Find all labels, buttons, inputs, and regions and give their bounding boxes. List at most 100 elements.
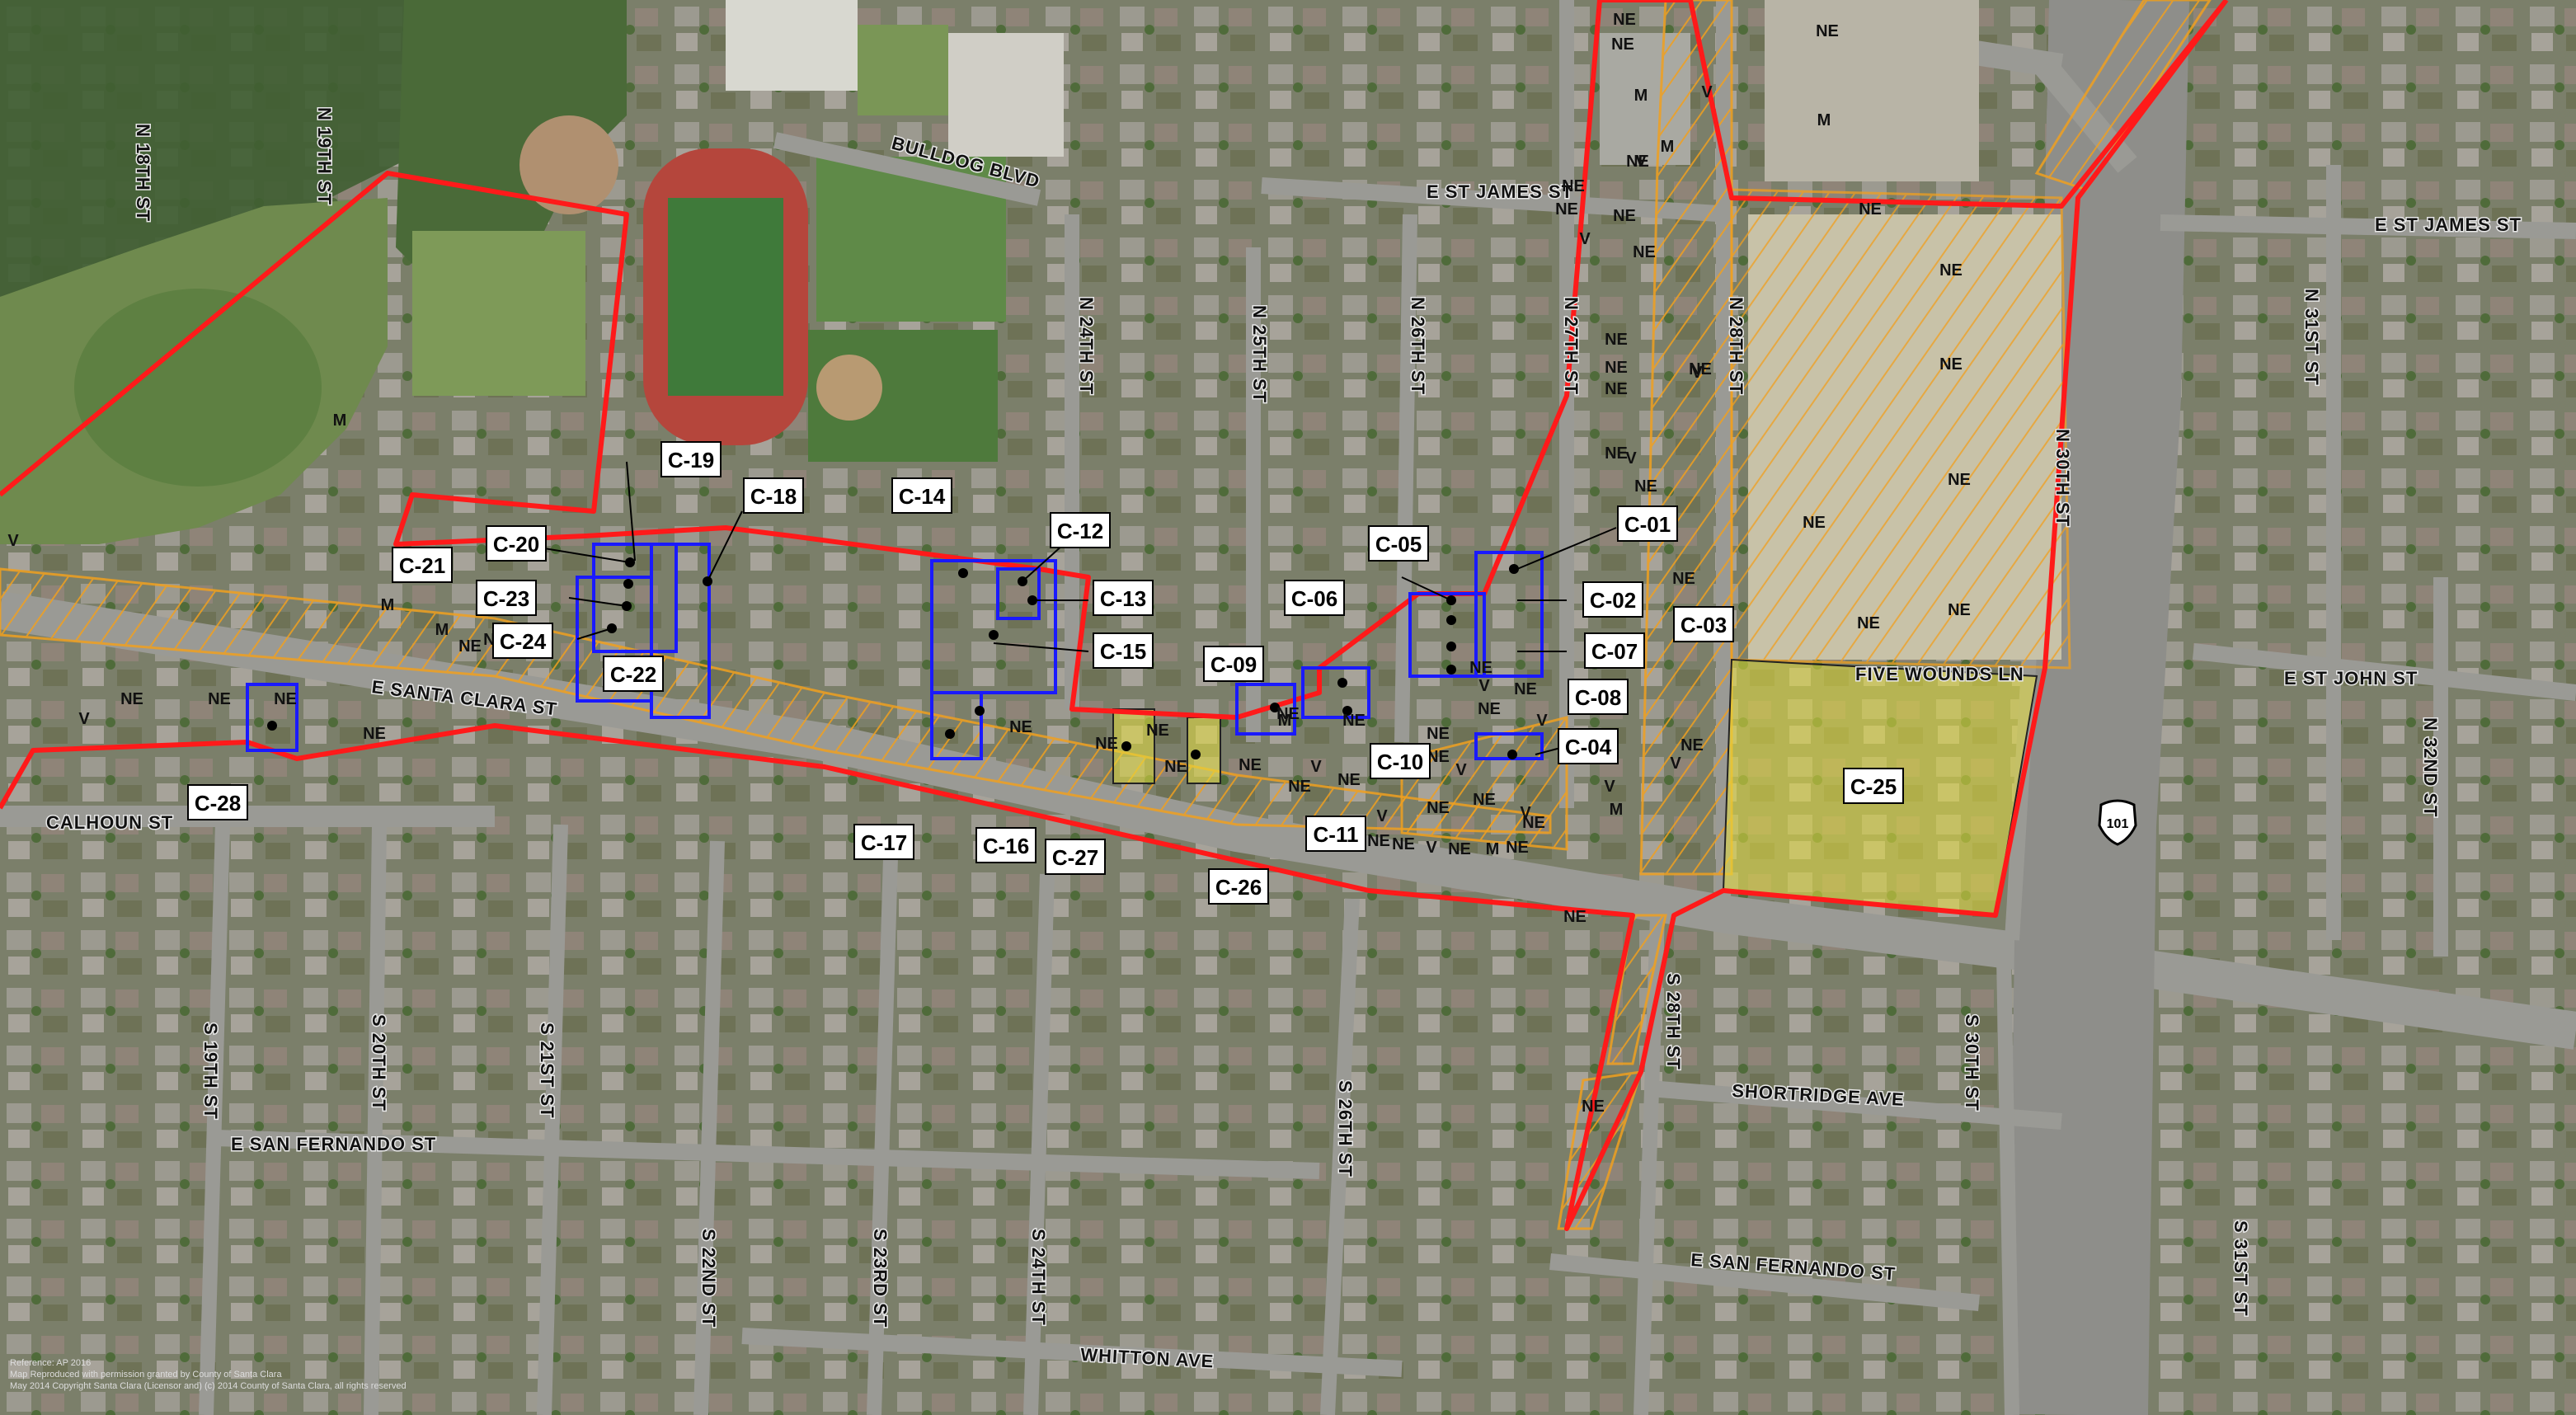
zone-label: NE xyxy=(1146,722,1169,740)
callout-box xyxy=(1568,679,1629,715)
callout-label: C-21 xyxy=(399,553,445,578)
callout-label: C-19 xyxy=(668,448,714,472)
zone-label: V xyxy=(7,532,19,550)
zone-label: NE xyxy=(1506,839,1529,857)
callout-c-22: C-22 xyxy=(603,656,664,692)
zone-label: NE xyxy=(1337,771,1361,789)
callout-box xyxy=(1617,505,1678,542)
zone-label: NE xyxy=(1633,243,1656,261)
callout-c-18: C-18 xyxy=(743,477,804,514)
callout-box xyxy=(1093,580,1154,616)
street-label: N 18TH ST xyxy=(133,124,153,222)
street-label: S 23RD ST xyxy=(870,1229,891,1328)
street-label: N 25TH ST xyxy=(1249,305,1270,403)
zone-label: V xyxy=(1691,364,1703,382)
zone-label: NE xyxy=(1448,840,1471,858)
callout-label: C-03 xyxy=(1681,613,1727,637)
zone-label: NE xyxy=(1605,380,1628,398)
zone-label: NE xyxy=(1689,360,1712,378)
callout-box xyxy=(1093,632,1154,669)
callout-c-12: C-12 xyxy=(1050,512,1111,548)
callout-label: C-02 xyxy=(1590,588,1636,613)
street-label: S 20TH ST xyxy=(369,1014,389,1112)
callout-label: C-16 xyxy=(983,834,1029,858)
callout-label: C-08 xyxy=(1575,685,1621,710)
credit-line: May 2014 Copyright Santa Clara (Licensor… xyxy=(10,1381,407,1391)
callout-label: C-27 xyxy=(1052,845,1098,870)
street-label: S 21ST ST xyxy=(537,1022,557,1119)
street-label: N 19TH ST xyxy=(314,107,335,205)
zone-label: NE xyxy=(1634,477,1657,496)
zone-label: M xyxy=(1486,840,1500,858)
zone-label: M xyxy=(381,596,395,614)
zone-label: NE xyxy=(1392,835,1415,853)
street-label: FIVE WOUNDS LN xyxy=(1855,664,2024,684)
callout-c-04: C-04 xyxy=(1558,728,1619,764)
callout-label: C-17 xyxy=(861,830,907,855)
callout-label: C-15 xyxy=(1100,639,1146,664)
zone-label: NE xyxy=(1427,725,1450,743)
street-label: S 19TH ST xyxy=(200,1022,221,1120)
zone-label: NE xyxy=(458,637,482,656)
zone-label: V xyxy=(1604,778,1615,796)
street-label: S 30TH ST xyxy=(1962,1014,1982,1112)
street-label: CALHOUN ST xyxy=(46,812,173,833)
zone-label: NE xyxy=(1681,736,1704,755)
callout-box xyxy=(392,547,453,583)
callout-label: C-06 xyxy=(1291,586,1337,611)
callout-c-15: C-15 xyxy=(1093,632,1154,669)
callout-c-05: C-05 xyxy=(1368,525,1429,562)
zone-label: NE xyxy=(120,690,143,708)
callout-c-09: C-09 xyxy=(1203,646,1264,682)
callout-c-14: C-14 xyxy=(891,477,952,514)
zone-label: NE xyxy=(1939,355,1963,374)
zone-label: NE xyxy=(1427,748,1450,766)
zone-label: V xyxy=(1625,449,1637,468)
zone-label: NE xyxy=(274,690,297,708)
zone-label: NE xyxy=(1009,718,1032,736)
zone-label: NE xyxy=(1948,471,1971,489)
zone-label: NE xyxy=(1605,331,1628,349)
zone-label: NE xyxy=(1514,680,1537,698)
street-labels: N 19TH ST N 18TH ST BULLDOG BLVD E ST JA… xyxy=(45,106,2522,1373)
street-label: E ST JAMES ST xyxy=(1427,181,1573,202)
callout-label: C-24 xyxy=(500,629,547,654)
zone-label: M xyxy=(435,621,449,639)
zone-label: NE xyxy=(1288,778,1311,796)
highway-shield-label: 101 xyxy=(2107,817,2129,831)
callout-box xyxy=(476,580,537,616)
callout-label: C-09 xyxy=(1210,652,1257,677)
park-areas xyxy=(0,0,627,544)
callout-box xyxy=(603,656,664,692)
zone-label: M xyxy=(1278,712,1292,730)
zone-label: NE xyxy=(1563,908,1586,926)
zone-label: M xyxy=(1817,111,1831,129)
callout-label: C-20 xyxy=(493,532,539,557)
callout-box xyxy=(743,477,804,514)
zone-label: V xyxy=(1376,807,1388,825)
callout-box xyxy=(1368,525,1429,562)
callout-label: C-11 xyxy=(1314,822,1359,847)
callout-label: C-26 xyxy=(1215,875,1262,900)
zone-label: NE xyxy=(208,690,231,708)
callout-c-21: C-21 xyxy=(392,547,453,583)
zone-label: NE xyxy=(1611,35,1634,54)
callout-c-10: C-10 xyxy=(1370,743,1431,779)
callout-label: C-07 xyxy=(1591,639,1638,664)
callout-c-23: C-23 xyxy=(476,580,537,616)
street-label: E ST JAMES ST xyxy=(2375,214,2522,235)
callout-c-26: C-26 xyxy=(1208,868,1269,905)
callout-c-13: C-13 xyxy=(1093,580,1154,616)
callout-box xyxy=(1370,743,1431,779)
zone-label: NE xyxy=(1605,444,1628,463)
street-label: WHITTON AVE xyxy=(1080,1344,1215,1371)
callout-box xyxy=(1208,868,1269,905)
credit-line: Reference: AP 2016 xyxy=(10,1358,91,1368)
callout-box xyxy=(853,824,914,860)
zone-label: M xyxy=(1634,87,1648,105)
callout-c-24: C-24 xyxy=(492,623,553,659)
street-label: E ST JOHN ST xyxy=(2284,668,2418,689)
zone-label: V xyxy=(1520,804,1531,822)
